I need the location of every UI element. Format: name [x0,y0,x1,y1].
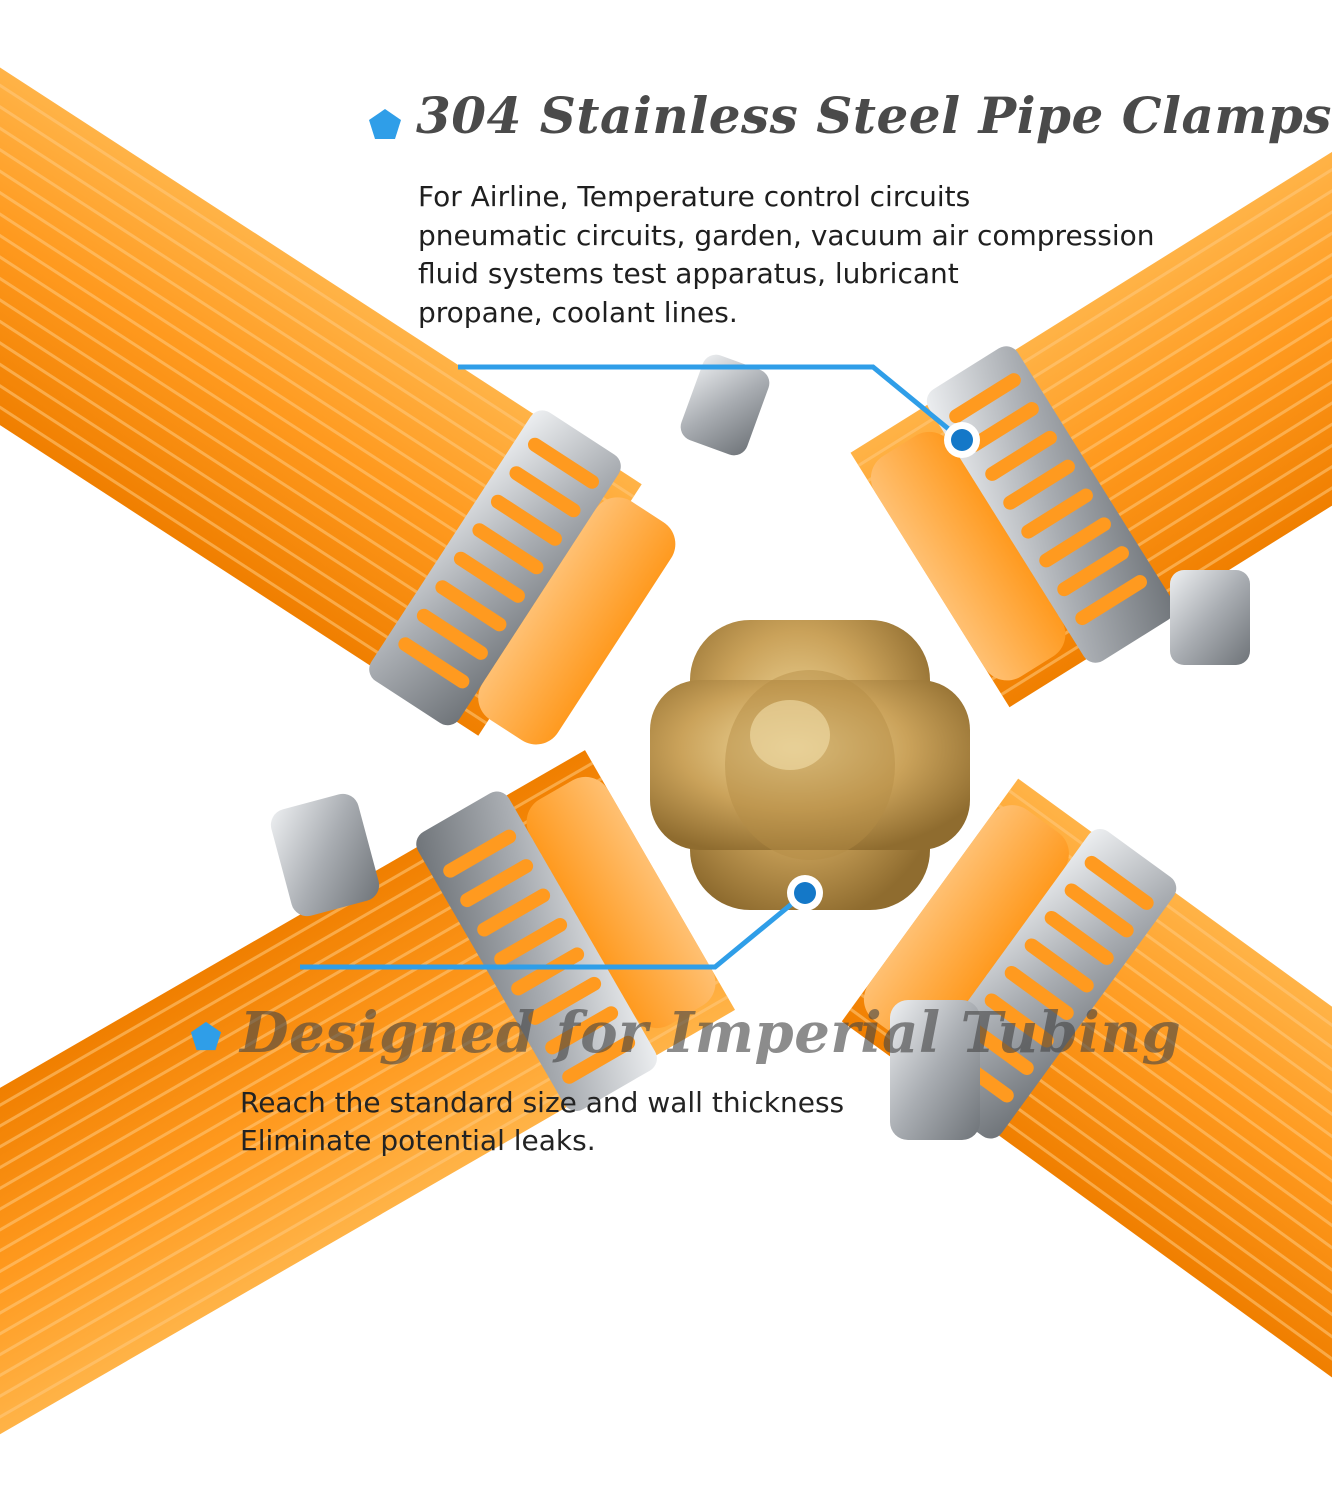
description-line: fluid systems test apparatus, lubricant [418,257,959,290]
description-fit: Reach the standard size and wall thickne… [240,1084,844,1160]
brass-cross-fitting [650,620,970,910]
pointer-dot-icon [787,422,980,911]
heading-imperial-tubing: Designed for Imperial Tubing [240,1000,1182,1066]
description-applications: For Airline, Temperature control circuit… [418,178,1155,332]
heading-stainless-clamps: 304 Stainless Steel Pipe Clamps [416,86,1332,145]
clamp-screw-icon [270,354,1250,1140]
leader-lines [300,364,964,970]
description-line: Eliminate potential leaks. [240,1124,596,1157]
description-line: propane, coolant lines. [418,295,738,329]
pentagon-icon [190,1021,222,1051]
description-line: pneumatic circuits, garden, vacuum air c… [418,218,1155,252]
pentagon-icon [369,109,401,139]
tube-upper-right [850,0,1332,708]
tube-upper-left [0,0,676,745]
description-line: For Airline, Temperature control circuit… [418,180,971,213]
description-line: Reach the standard size and wall thickne… [240,1086,845,1119]
